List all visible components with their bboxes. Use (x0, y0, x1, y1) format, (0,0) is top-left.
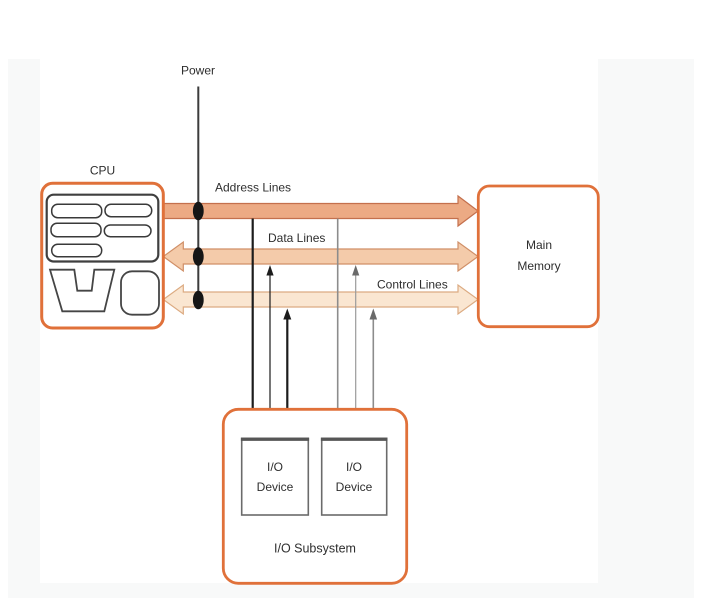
io-device1-label-line1: I/O (267, 460, 283, 474)
main-memory-label-line2: Memory (517, 259, 560, 273)
bus-junction-dot (192, 201, 204, 221)
data-lines-label: Data Lines (268, 231, 325, 245)
bus-junction-dot (192, 247, 204, 266)
cpu-label: CPU (90, 164, 115, 178)
bus-junction-dot (192, 290, 204, 310)
io-device-box (240, 437, 310, 516)
io-subsystem-label: I/O Subsystem (274, 542, 356, 556)
control-lines-label: Control Lines (377, 278, 448, 292)
io-device-box (320, 437, 388, 516)
arrow-up-icon (352, 265, 360, 276)
register-slot (104, 203, 153, 218)
address-lines-label: Address Lines (215, 181, 291, 195)
io-device2-label-line1: I/O (346, 460, 362, 474)
main-memory-label-line1: Main (526, 238, 552, 252)
main-memory-box (476, 184, 600, 329)
cpu-cache-box (120, 270, 160, 316)
arrow-up-icon (369, 308, 378, 320)
power-label: Power (181, 64, 215, 78)
register-slot (50, 222, 102, 238)
arrow-up-icon (266, 265, 274, 276)
alu-shape (48, 268, 116, 313)
register-slot (103, 224, 152, 238)
io-device2-label-line2: Device (336, 480, 373, 494)
io-device1-label-line2: Device (257, 480, 294, 494)
arrow-up-icon (283, 308, 292, 320)
address-bus-arrow (162, 194, 479, 228)
register-slot (50, 243, 103, 258)
register-slot (50, 203, 103, 219)
